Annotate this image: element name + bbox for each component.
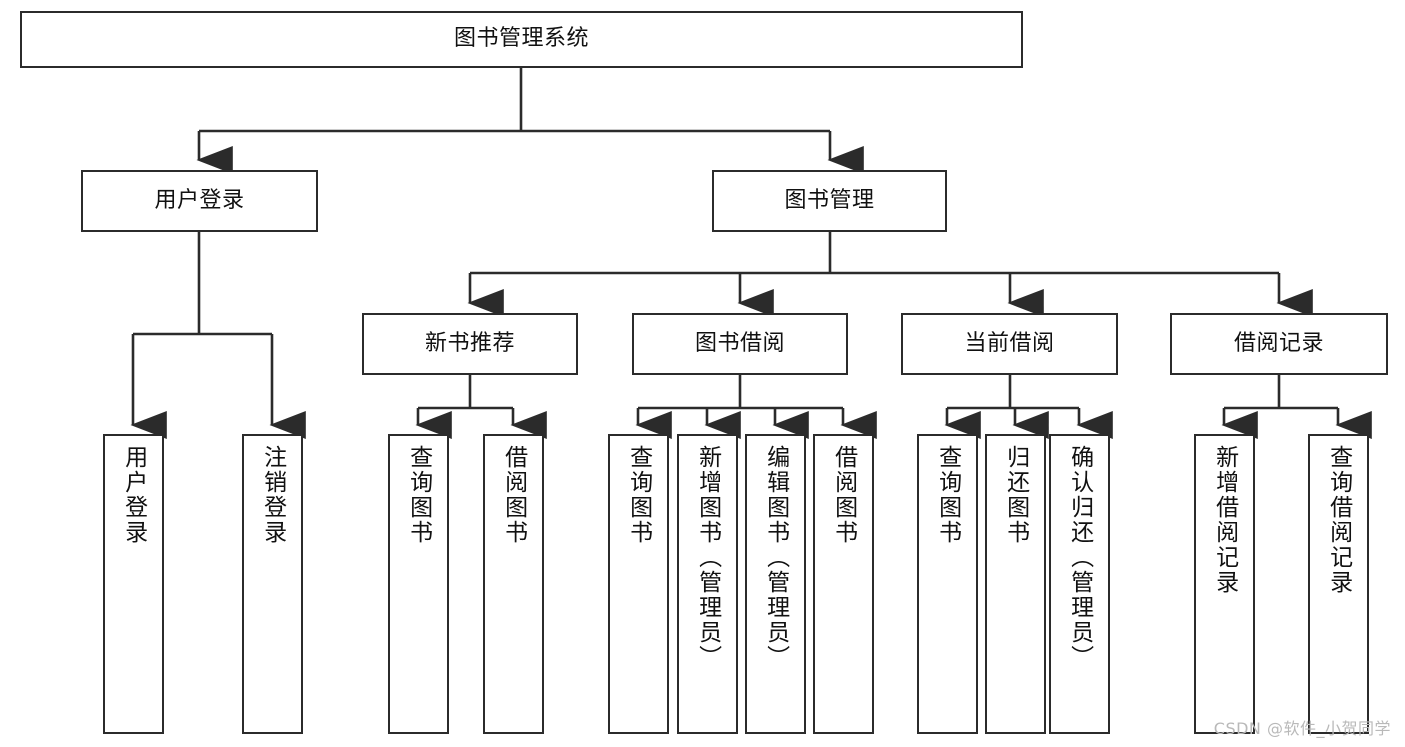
- leaf-borrow-book-2-label: 借阅图书: [830, 445, 857, 545]
- node-user-login-label: 用户登录: [154, 187, 245, 213]
- node-root[interactable]: 图书管理系统: [20, 11, 1023, 68]
- leaf-borrow-book-2[interactable]: 借阅图书: [813, 434, 874, 734]
- node-book-borrow-label: 图书借阅: [694, 330, 785, 356]
- leaf-confirm-return-label: 确认归还（管理员）: [1066, 445, 1093, 670]
- leaf-logout-label: 注销登录: [259, 445, 286, 545]
- node-new-book-recommend-label: 新书推荐: [424, 330, 515, 356]
- leaf-add-book-label: 新增图书（管理员）: [694, 445, 721, 670]
- leaf-query-book-1-label: 查询图书: [405, 445, 432, 545]
- node-root-label: 图书管理系统: [453, 26, 589, 52]
- node-book-manage[interactable]: 图书管理: [712, 170, 947, 232]
- leaf-query-book-2-label: 查询图书: [625, 445, 652, 545]
- leaf-logout[interactable]: 注销登录: [242, 434, 303, 734]
- node-current-borrow-label: 当前借阅: [964, 330, 1055, 356]
- leaf-query-book-2[interactable]: 查询图书: [608, 434, 669, 734]
- leaf-add-record[interactable]: 新增借阅记录: [1194, 434, 1255, 734]
- leaf-add-record-label: 新增借阅记录: [1211, 445, 1238, 595]
- node-current-borrow[interactable]: 当前借阅: [901, 313, 1118, 375]
- leaf-user-login[interactable]: 用户登录: [103, 434, 164, 734]
- node-borrow-record[interactable]: 借阅记录: [1170, 313, 1388, 375]
- leaf-add-book[interactable]: 新增图书（管理员）: [677, 434, 738, 734]
- leaf-return-book-label: 归还图书: [1002, 445, 1029, 545]
- leaf-query-book-3-label: 查询图书: [934, 445, 961, 545]
- leaf-borrow-book-1[interactable]: 借阅图书: [483, 434, 544, 734]
- leaf-edit-book-label: 编辑图书（管理员）: [762, 445, 789, 670]
- node-new-book-recommend[interactable]: 新书推荐: [362, 313, 578, 375]
- leaf-confirm-return[interactable]: 确认归还（管理员）: [1049, 434, 1110, 734]
- leaf-query-book-3[interactable]: 查询图书: [917, 434, 978, 734]
- node-user-login[interactable]: 用户登录: [81, 170, 318, 232]
- leaf-edit-book[interactable]: 编辑图书（管理员）: [745, 434, 806, 734]
- leaf-return-book[interactable]: 归还图书: [985, 434, 1046, 734]
- node-book-manage-label: 图书管理: [784, 187, 875, 213]
- node-borrow-record-label: 借阅记录: [1233, 330, 1324, 356]
- watermark: CSDN @软件_小贺同学: [1213, 719, 1391, 738]
- leaf-user-login-label: 用户登录: [120, 445, 147, 545]
- node-book-borrow[interactable]: 图书借阅: [632, 313, 848, 375]
- leaf-query-book-1[interactable]: 查询图书: [388, 434, 449, 734]
- leaf-query-record-label: 查询借阅记录: [1325, 445, 1352, 595]
- leaf-query-record[interactable]: 查询借阅记录: [1308, 434, 1369, 734]
- leaf-borrow-book-1-label: 借阅图书: [500, 445, 527, 545]
